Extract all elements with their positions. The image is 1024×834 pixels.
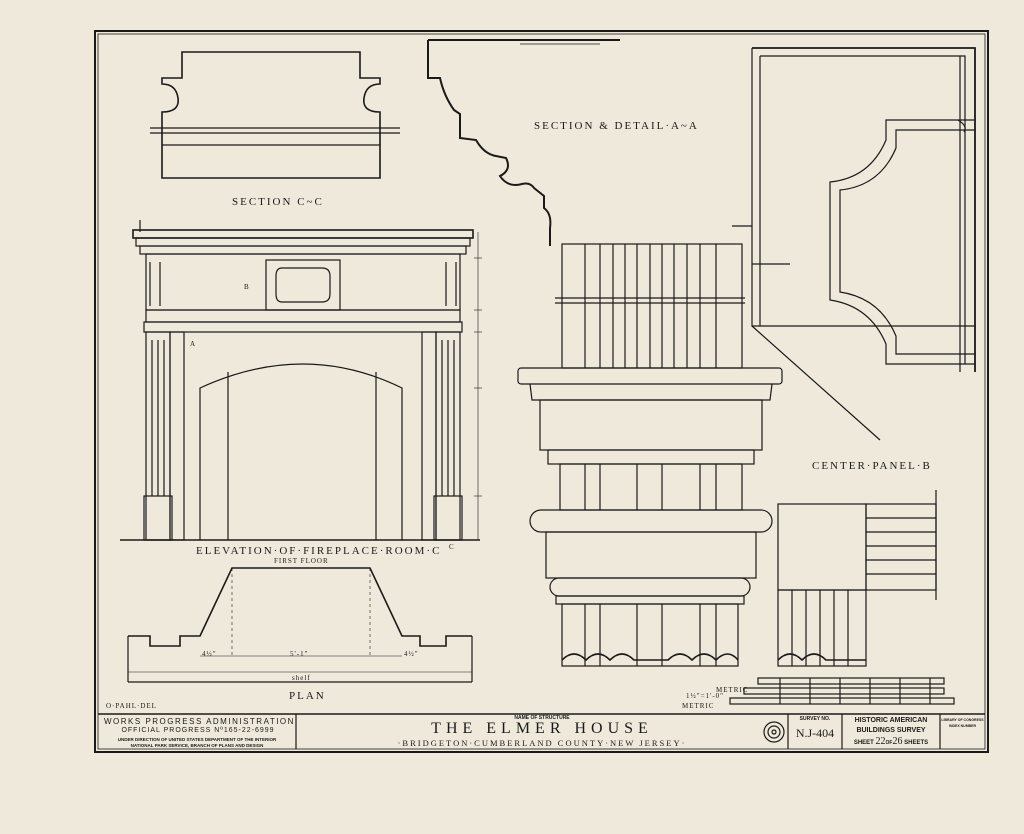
sheet-prefix: SHEET: [853, 740, 874, 746]
center-panel-drawing: [732, 47, 976, 441]
plan-shelf-label: shelf: [292, 674, 311, 682]
sheet-count: SHEET 22OF26 SHEETS: [842, 736, 940, 747]
title-block-frame: [98, 713, 985, 749]
wpa-line-1: WORKS PROGRESS ADMINISTRATION: [104, 717, 295, 726]
pilaster-detail: [517, 243, 783, 667]
wpa-line-2: OFFICIAL PROGRESS Nº165-22-6999: [121, 727, 275, 734]
library-line-1: LIBRARY OF CONGRESS: [941, 718, 984, 722]
survey-number: N.J-404: [795, 726, 835, 740]
elevation-sublabel: FIRST FLOOR: [274, 557, 329, 565]
sheet-border: [94, 30, 989, 753]
nps-seal: [763, 721, 785, 743]
structure-caption: NAME OF STRUCTURE: [514, 715, 570, 721]
plan-dim-left: 4½": [202, 650, 217, 658]
section-aa-label: SECTION & DETAIL·A~A: [534, 120, 699, 132]
elevation-label: ELEVATION·OF·FIREPLACE·ROOM·C: [196, 545, 442, 557]
inner-border: [97, 33, 986, 750]
marker-b: B: [244, 283, 250, 291]
sheet-suffix: SHEETS: [904, 740, 929, 746]
base-detail-drawing: [777, 490, 937, 667]
structure-location: ·BRIDGETON·CUMBERLAND COUNTY·NEW JERSEY·: [397, 738, 687, 748]
sheet-total: 26: [892, 736, 903, 747]
center-panel-label: CENTER·PANEL·B: [812, 460, 932, 472]
structure-name: THE ELMER HOUSE: [431, 720, 653, 737]
scale-bars: [729, 677, 955, 705]
plan-dim-center: 5'-1": [290, 650, 309, 658]
habs-line-2: BUILDINGS SURVEY: [856, 727, 926, 734]
fireplace-plan: [127, 567, 473, 683]
scale-metric-2: METRIC: [682, 702, 715, 710]
fireplace-elevation: [120, 220, 482, 541]
wpa-line-4: NATIONAL PARK SERVICE, BRANCH OF PLANS A…: [130, 743, 264, 748]
scale-ratio: 1½"=1'-0": [686, 692, 725, 700]
plan-label: PLAN: [289, 690, 326, 702]
marker-a: A: [190, 340, 197, 348]
marker-c: C: [449, 543, 455, 551]
section-aa-molding: [427, 39, 620, 246]
survey-caption: SURVEY NO.: [799, 716, 831, 722]
plan-dim-right: 4½": [404, 650, 419, 658]
section-cc-label: SECTION C~C: [232, 196, 324, 208]
sheet-of: OF: [885, 740, 893, 746]
wpa-line-3: UNDER DIRECTION OF UNITED STATES DEPARTM…: [117, 737, 277, 742]
section-cc-drawing: [150, 51, 400, 179]
library-line-2: INDEX NUMBER: [948, 724, 977, 728]
delineator-label: O·PAHL·DEL: [106, 702, 157, 710]
scale-metric-1: METRIC: [716, 686, 749, 694]
habs-line-1: HISTORIC AMERICAN: [854, 717, 928, 724]
sheet-number: 22: [875, 736, 886, 747]
